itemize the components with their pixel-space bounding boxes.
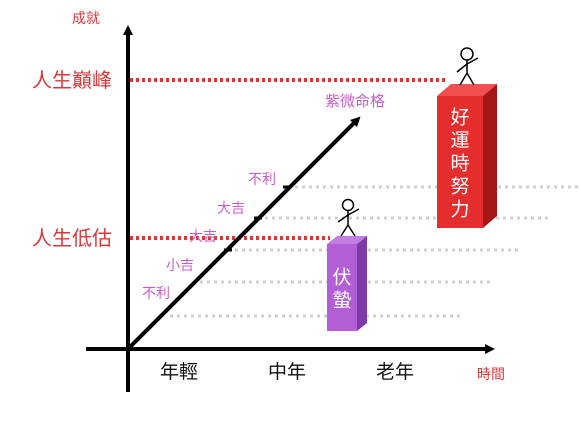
low-label: 人生低估 [32, 226, 112, 250]
x-axis-label: 時間 [477, 367, 505, 383]
peak-label: 人生巔峰 [32, 68, 112, 92]
red-box [437, 84, 497, 228]
x-tick-young: 年輕 [160, 361, 198, 383]
purple-box-label: 伏蟄 [332, 267, 351, 312]
step-label-5: 不利 [248, 172, 276, 188]
step-label-1: 不利 [142, 286, 170, 302]
x-tick-middle: 中年 [268, 361, 306, 383]
arrow-label: 紫微命格 [325, 92, 385, 110]
step-label-3: 大吉 [189, 229, 217, 245]
step-label-2: 小吉 [166, 258, 194, 274]
step-label-4: 大吉 [217, 201, 245, 217]
red-box-label: 好運時努力 [450, 107, 469, 221]
y-axis-label: 成就 [72, 11, 100, 27]
stick-figure-small [337, 198, 360, 237]
level-lines [130, 78, 446, 240]
purple-box [327, 236, 367, 331]
stick-figure-large [456, 47, 479, 86]
fortune-arrow [126, 116, 361, 351]
x-tick-old: 老年 [376, 361, 414, 383]
